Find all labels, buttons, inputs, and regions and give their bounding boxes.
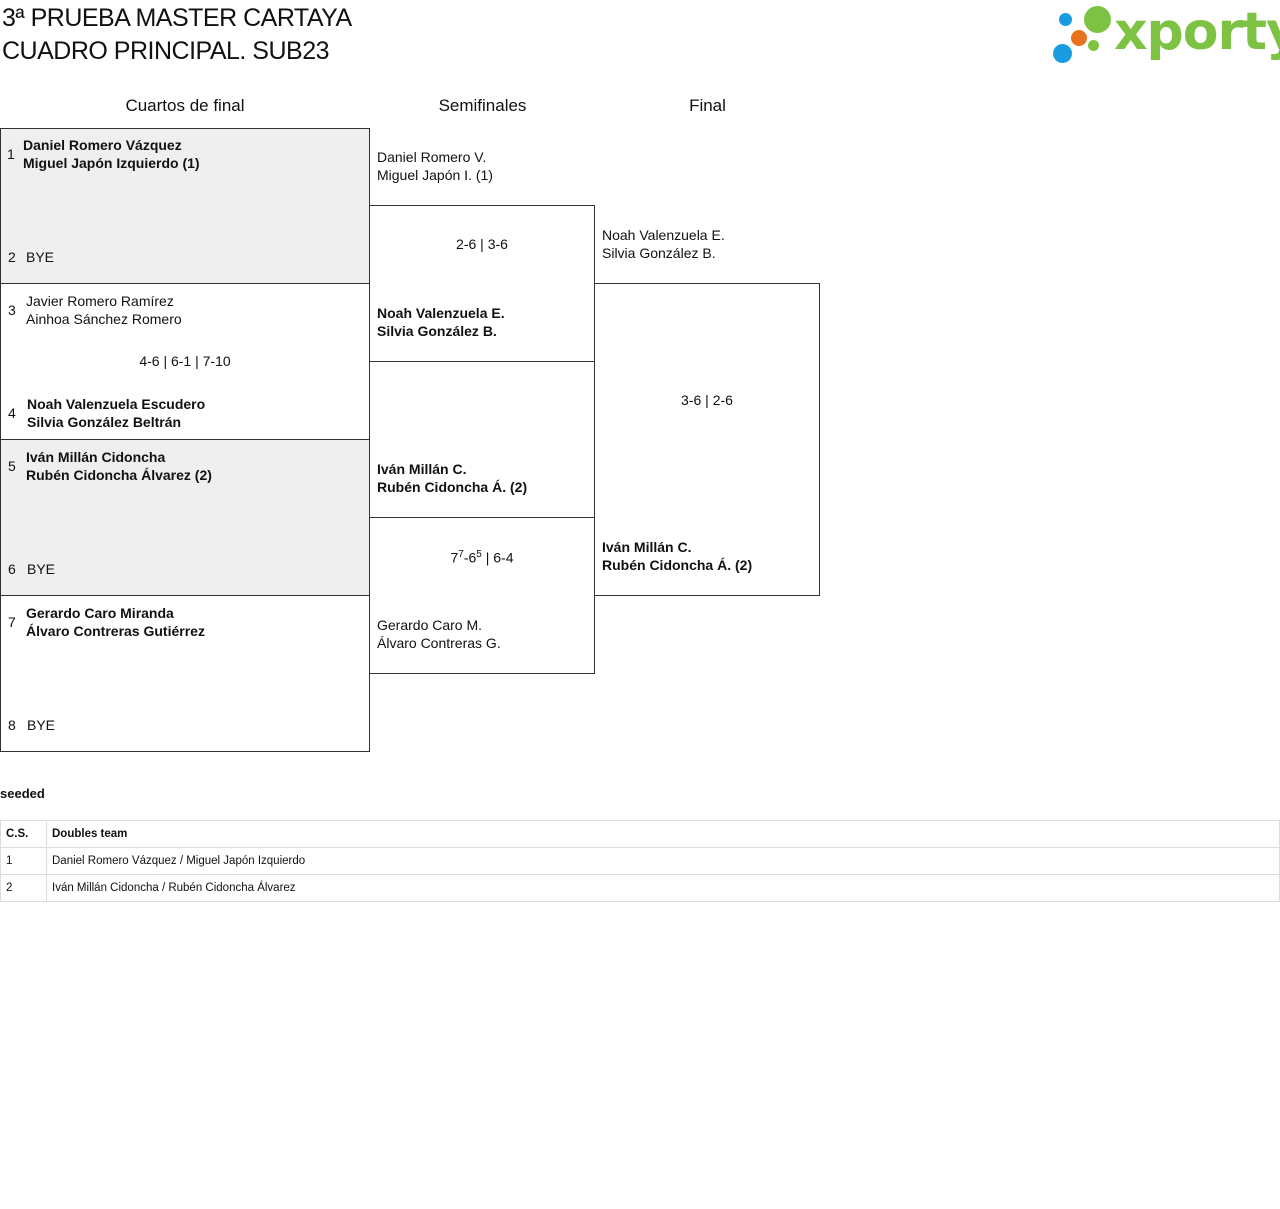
qf-match-1 bbox=[0, 128, 370, 284]
seed-number: 6 bbox=[8, 561, 16, 577]
qf-match-2-score: 4-6 | 6-1 | 7-10 bbox=[139, 353, 231, 369]
page-title-line2: CUADRO PRINCIPAL. SUB23 bbox=[2, 37, 330, 65]
logo-dot-blue-small-icon bbox=[1059, 13, 1072, 26]
sf-team-4[interactable]: Gerardo Caro M. Álvaro Contreras G. bbox=[377, 617, 501, 651]
seed-number: 7 bbox=[8, 614, 16, 630]
page-title-line1: 3ª PRUEBA MASTER CARTAYA bbox=[2, 4, 352, 32]
seed-number: 4 bbox=[8, 405, 16, 421]
seed-number: 2 bbox=[8, 249, 16, 265]
team-cell: Daniel Romero Vázquez / Miguel Japón Izq… bbox=[46, 847, 1280, 875]
qf-team-7[interactable]: Gerardo Caro Miranda Álvaro Contreras Gu… bbox=[26, 605, 205, 639]
round-header-semifinals: Semifinales bbox=[438, 96, 527, 115]
logo-text: xporty bbox=[1114, 2, 1280, 62]
logo-dot-green-small-icon bbox=[1088, 40, 1099, 51]
qf-team-2[interactable]: BYE bbox=[26, 249, 55, 265]
qf-team-1[interactable]: Daniel Romero Vázquez Miguel Japón Izqui… bbox=[23, 137, 200, 171]
qf-team-6[interactable]: BYE bbox=[27, 561, 56, 577]
xporty-logo[interactable]: xporty bbox=[1050, 2, 1280, 68]
round-header-final: Final bbox=[689, 96, 726, 115]
seed-number: 3 bbox=[8, 302, 16, 318]
table-row: 1 Daniel Romero Vázquez / Miguel Japón I… bbox=[0, 847, 1280, 875]
final-team-2[interactable]: Iván Millán C. Rubén Cidoncha Á. (2) bbox=[602, 539, 753, 573]
seed-number: 1 bbox=[7, 146, 15, 162]
qf-team-4[interactable]: Noah Valenzuela Escudero Silvia González… bbox=[27, 396, 206, 430]
team-cell: Iván Millán Cidoncha / Rubén Cidoncha Ál… bbox=[46, 874, 1280, 902]
column-header-team: Doubles team bbox=[46, 820, 1280, 848]
final-team-1[interactable]: Noah Valenzuela E. Silvia González B. bbox=[602, 227, 725, 261]
sf-team-1[interactable]: Daniel Romero V. Miguel Japón I. (1) bbox=[377, 149, 493, 183]
seeded-heading: seeded bbox=[0, 786, 45, 801]
logo-dot-blue-icon bbox=[1053, 44, 1072, 63]
seed-cell: 1 bbox=[0, 847, 47, 875]
qf-team-5[interactable]: Iván Millán Cidoncha Rubén Cidoncha Álva… bbox=[26, 449, 212, 483]
table-row: 2 Iván Millán Cidoncha / Rubén Cidoncha … bbox=[0, 874, 1280, 902]
qf-team-3[interactable]: Javier Romero Ramírez Ainhoa Sánchez Rom… bbox=[26, 293, 182, 327]
logo-dot-orange-icon bbox=[1071, 30, 1087, 46]
seed-number: 5 bbox=[8, 458, 16, 474]
round-header-quarterfinals: Cuartos de final bbox=[125, 96, 245, 115]
final-score: 3-6 | 2-6 bbox=[681, 392, 733, 408]
sf-match-2-score: 77-65 | 6-4 bbox=[450, 549, 514, 566]
sf-team-3[interactable]: Iván Millán C. Rubén Cidoncha Á. (2) bbox=[377, 461, 528, 495]
seeded-table: C.S. Doubles team 1 Daniel Romero Vázque… bbox=[0, 820, 1280, 902]
qf-match-3 bbox=[0, 439, 370, 596]
sf-team-2[interactable]: Noah Valenzuela E. Silvia González B. bbox=[377, 305, 505, 339]
seed-cell: 2 bbox=[0, 874, 47, 902]
qf-team-8[interactable]: BYE bbox=[27, 717, 56, 733]
seed-number: 8 bbox=[8, 717, 16, 733]
table-header-row: C.S. Doubles team bbox=[0, 820, 1280, 848]
sf-match-1-score: 2-6 | 3-6 bbox=[456, 236, 508, 252]
column-header-cs: C.S. bbox=[0, 820, 47, 848]
logo-dot-green-icon bbox=[1084, 6, 1111, 33]
final-match bbox=[594, 283, 820, 596]
